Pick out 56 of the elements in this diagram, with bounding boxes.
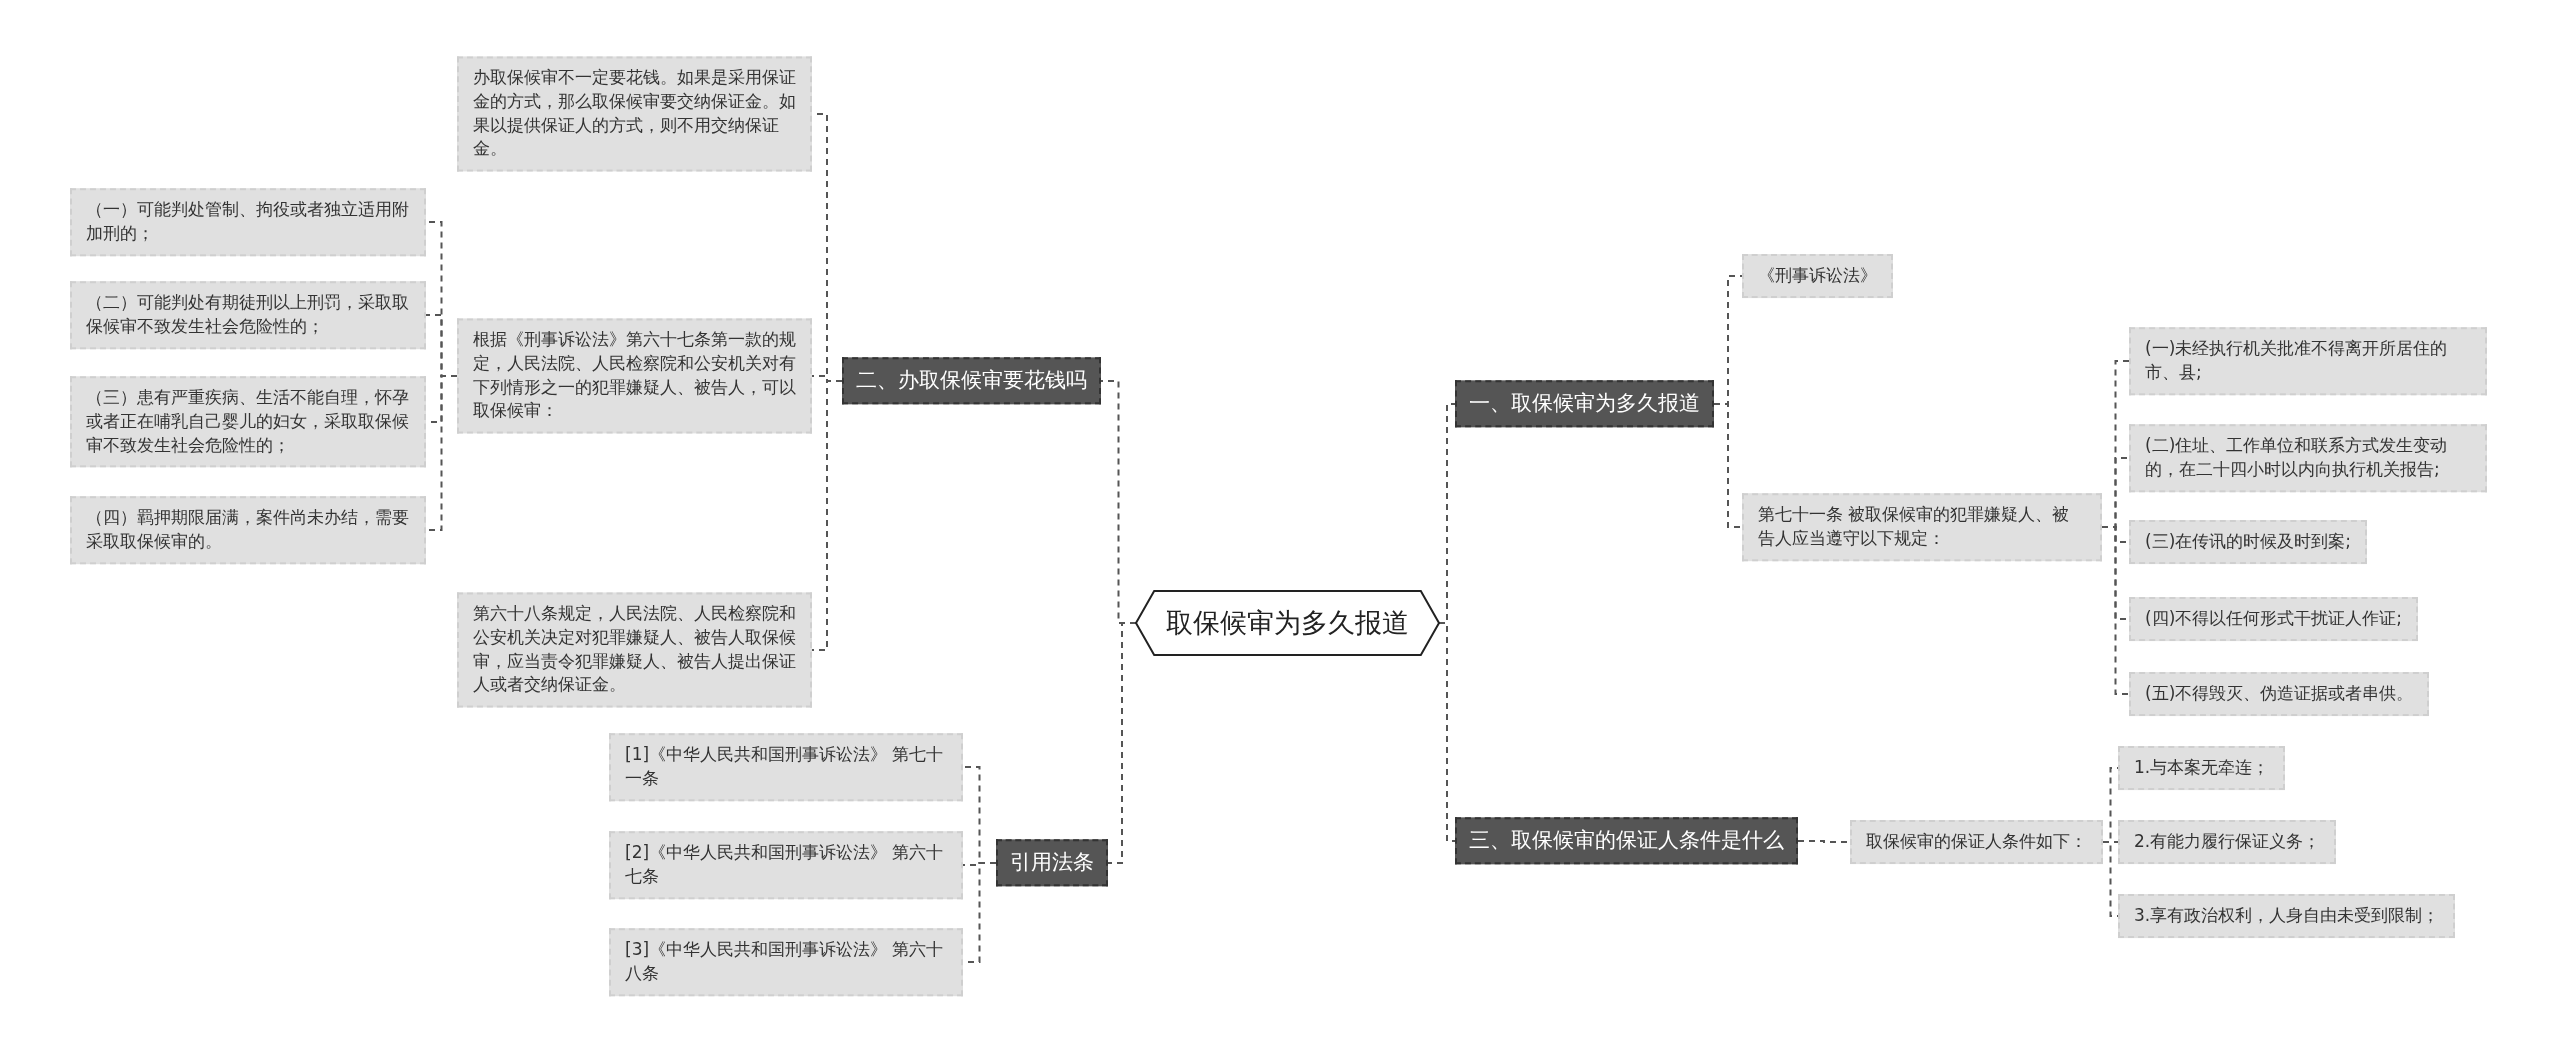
subtopic-box xyxy=(2118,820,2337,864)
subtopic-text: [2]《中华人民共和国刑事诉讼法》 第六十七条 xyxy=(625,841,945,888)
subtopic-text: [3]《中华人民共和国刑事诉讼法》 第六十八条 xyxy=(625,938,945,985)
subtopic-box xyxy=(70,188,426,256)
subtopic-text: 根据《刑事诉讼法》第六十七条第一款的规定，人民法院、人民检察院和公安机关对有下列情形之一的犯罪嫌疑人、被告人，可以取保候审： xyxy=(473,328,796,423)
subtopic-box xyxy=(70,376,426,468)
subtopic-box xyxy=(609,733,963,801)
subtopic-text: (二)住址、工作单位和联系方式发生变动的，在二十四小时以内向执行机关报告; xyxy=(2145,434,2449,481)
subtopic-text: （三）患有严重疾病、生活不能自理，怀孕或者正在哺乳自己婴儿的妇女，采取取保候审不致发生社会危险性的； xyxy=(86,386,410,457)
subtopic-box xyxy=(457,318,812,434)
subtopic-box xyxy=(70,281,426,349)
topic-box xyxy=(842,357,1101,405)
subtopic-box xyxy=(609,928,963,996)
subtopic-box xyxy=(457,56,812,172)
topic-box xyxy=(996,839,1108,887)
topic-text: 引用法条 xyxy=(1010,849,1094,877)
subtopic-text: (一)未经执行机关批准不得离开所居住的市、县; xyxy=(2145,337,2449,384)
topic-text: 三、取保候审的保证人条件是什么 xyxy=(1469,827,1784,855)
subtopic-box xyxy=(609,831,963,899)
topic-text: 二、办取保候审要花钱吗 xyxy=(856,367,1087,395)
subtopic-text: [1]《中华人民共和国刑事诉讼法》 第七十一条 xyxy=(625,743,945,790)
subtopic-text: 第六十八条规定，人民法院、人民检察院和公安机关决定对犯罪嫌疑人、被告人取保候审，应当责令犯罪嫌疑人、被告人提出保证人或者交纳保证金。 xyxy=(473,602,796,697)
subtopic-text: 2.有能力履行保证义务； xyxy=(2134,830,2321,854)
subtopic-box xyxy=(1850,820,2103,864)
subtopic-box xyxy=(2118,746,2286,790)
connector xyxy=(2101,526,2130,695)
central-topic-text: 取保候审为多久报道 xyxy=(1166,606,1409,640)
subtopic-text: 1.与本案无牵连； xyxy=(2134,756,2270,780)
subtopic-text: （二）可能判处有期徒刑以上刑罚，采取取保候审不致发生社会危险性的； xyxy=(86,291,410,338)
connector xyxy=(1107,622,1137,864)
subtopic-text: 取保候审的保证人条件如下： xyxy=(1866,830,2087,854)
subtopic-box xyxy=(1742,254,1893,298)
topic-box xyxy=(1455,817,1798,865)
subtopic-box xyxy=(2129,672,2430,716)
subtopic-text: 第七十一条 被取保候审的犯罪嫌疑人、被告人应当遵守以下规定： xyxy=(1758,503,2071,550)
topic-text: 一、取保候审为多久报道 xyxy=(1469,390,1700,418)
subtopic-box xyxy=(1742,493,2102,561)
subtopic-text: 办取保候审不一定要花钱。如果是采用保证金的方式，那么取保候审要交纳保证金。如果以提供保证人的方式，则不用交纳保证金。 xyxy=(473,66,796,161)
connector xyxy=(1438,622,1456,842)
subtopic-text: (四)不得以任何形式干扰证人作证; xyxy=(2145,607,2402,631)
subtopic-box xyxy=(457,592,812,708)
subtopic-text: (三)在传讯的时候及时到案; xyxy=(2145,530,2351,554)
subtopic-box xyxy=(2129,327,2487,395)
subtopic-text: （四）羁押期限届满，案件尚未办结，需要采取取保候审的。 xyxy=(86,506,410,553)
subtopic-text: （一）可能判处管制、拘役或者独立适用附加刑的； xyxy=(86,198,410,245)
subtopic-box xyxy=(2129,424,2487,492)
subtopic-text: 《刑事诉讼法》 xyxy=(1758,264,1877,288)
subtopic-box xyxy=(70,496,426,564)
topic-box xyxy=(1455,380,1714,428)
subtopic-box xyxy=(2129,597,2418,641)
subtopic-box xyxy=(2118,894,2456,938)
subtopic-text: (五)不得毁灭、伪造证据或者串供。 xyxy=(2145,682,2414,706)
subtopic-text: 3.享有政治权利，人身自由未受到限制； xyxy=(2134,904,2440,928)
subtopic-box xyxy=(2129,520,2367,564)
connector xyxy=(1713,403,1743,528)
central-topic-hexagon xyxy=(1136,591,1439,655)
